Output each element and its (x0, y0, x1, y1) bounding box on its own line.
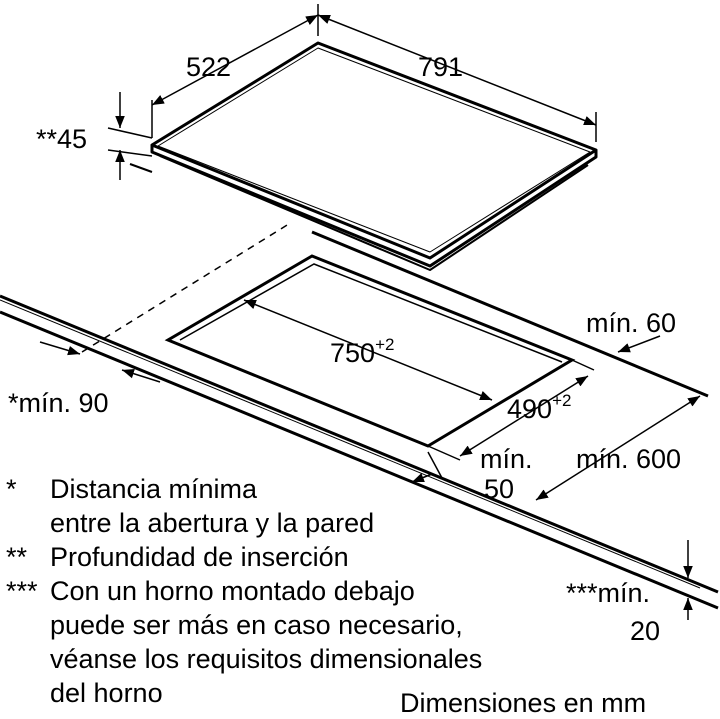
dim-min-worktop-depth-arrow (535, 395, 701, 501)
cooktop-front-edge (150, 145, 598, 268)
worktop (0, 230, 719, 610)
note-3-mark: *** (6, 576, 38, 606)
note-1-line-1: Distancia mínima (50, 474, 258, 504)
note-2-line-1: Profundidad de inserción (50, 542, 349, 572)
dim-depth-label: 522 (186, 52, 231, 82)
note-1-mark: * (6, 474, 17, 504)
dim-min-thickness-value: 20 (630, 616, 660, 646)
notes-legend: * Distancia mínima entre la abertura y l… (0, 470, 720, 719)
cooktop-base (159, 155, 589, 271)
note-2-mark: ** (6, 542, 28, 572)
note-3-line-2: puede ser más en caso necesario, (50, 610, 463, 640)
note-3-line-1: Con un horno montado debajo (50, 576, 415, 606)
note-3-line-4: del horno (50, 678, 163, 708)
dim-min-front-arrow (427, 451, 443, 479)
dim-width-791 (317, 14, 597, 142)
dim-min-back-arrow (617, 335, 661, 353)
dim-width-label: 791 (418, 52, 463, 82)
dim-insertion-depth (107, 92, 153, 180)
dim-min-worktop-depth-label: mín. 600 (576, 444, 681, 474)
dim-min-back-label: mín. 60 (586, 308, 676, 338)
wall-dashed-line (81, 221, 293, 353)
units-note: Dimensiones en mm (400, 688, 647, 718)
dim-min-side (39, 341, 161, 383)
dim-min-front-value: 50 (484, 474, 514, 504)
dim-cutout-depth-label: 490+2 (507, 391, 571, 424)
note-3-line-3: véanse los requisitos dimensionales (50, 644, 483, 674)
dim-min-front-label: mín. (480, 444, 533, 474)
note-1-line-2: entre la abertura y la pared (50, 508, 375, 538)
dim-cutout-width-arrow (243, 299, 493, 401)
dim-min-front-arrow2 (411, 473, 433, 483)
dim-insertion-depth-label: **45 (36, 124, 87, 154)
dim-min-side-label: *mín. 90 (8, 388, 109, 418)
dim-cutout-width-label: 750+2 (330, 335, 394, 368)
worktop-back-line (129, 163, 153, 173)
dim-min-thickness-label: ***mín. (566, 578, 650, 608)
dim-cutout-depth (427, 359, 595, 461)
